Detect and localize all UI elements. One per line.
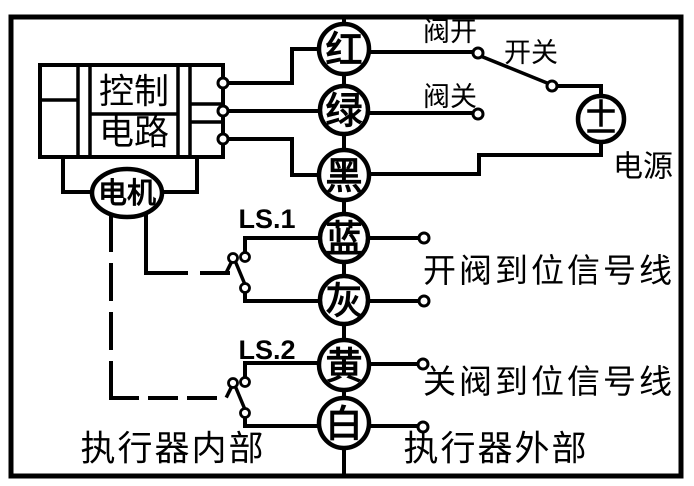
ls1-pivot-link	[224, 260, 234, 274]
control-box-label-row1: 控制	[99, 73, 169, 112]
wire-ls1-to-blue	[243, 236, 323, 253]
power-switch-blade	[480, 54, 550, 86]
wire-gray-label: 灰	[326, 281, 363, 323]
ls1-lower-contact-dot	[239, 282, 251, 294]
valve-open-terminal-dot	[471, 46, 485, 60]
motor-label: 电机	[98, 177, 156, 210]
wire-box-to-black	[223, 137, 323, 177]
yellow-terminal-dot	[416, 357, 430, 371]
open-signal-label: 开阀到位信号线	[423, 253, 675, 290]
wire-black-label: 黑	[326, 157, 363, 198]
gray-terminal-dot	[417, 294, 431, 308]
wire-gray-circle	[317, 273, 371, 327]
power-switch-label: 开关	[504, 38, 558, 68]
ls2-upper-contact-dot	[239, 376, 251, 388]
wire-red-label: 红	[326, 30, 363, 72]
wire-black-to-power	[366, 141, 603, 176]
wire-yellow-circle	[316, 337, 372, 393]
wire-green-label: 绿	[326, 91, 364, 133]
ls1-pivot-dot	[227, 252, 239, 264]
wire-ls2-to-yellow	[243, 361, 323, 378]
actuator-inside-label: 执行器内部	[80, 430, 265, 469]
white-terminal-dot	[416, 420, 430, 434]
control-box-label-row2: 电路	[99, 114, 169, 153]
limit-switch-ls2: LS.2	[109, 214, 323, 428]
valve-close-terminal-dot	[471, 107, 485, 121]
power-source	[575, 93, 627, 145]
power-switch-contact-dot	[545, 79, 559, 93]
wire-blue-circle	[317, 211, 371, 265]
wire-switch-to-power	[556, 84, 603, 96]
power-polarity-icon	[587, 99, 615, 133]
control-box: 控制 电路	[38, 63, 230, 159]
valve-open-label: 阀开	[423, 17, 477, 47]
power-supply-label: 电源	[613, 151, 673, 184]
wire-black-circle	[316, 147, 372, 203]
wire-nodes: 红 绿 黑 蓝 灰 黄 白	[316, 21, 372, 451]
actuator-outside-label: 执行器外部	[403, 430, 588, 469]
ls1-upper-contact-dot	[239, 251, 251, 263]
ls2-lower-contact-dot	[239, 407, 251, 419]
ls2-label: LS.2	[238, 335, 295, 365]
wire-box-to-motor-right	[159, 155, 199, 194]
wire-red-circle	[316, 21, 372, 77]
box-terminal-dot	[216, 76, 230, 90]
wire-white-circle	[316, 395, 372, 451]
ls2-pivot-dot	[227, 377, 239, 389]
wire-white-label: 白	[326, 404, 363, 446]
blue-terminal-dot	[417, 231, 431, 245]
ls2-pivot-link	[224, 385, 234, 399]
box-terminal-dot	[216, 132, 230, 146]
limit-switch-ls1: LS.1	[144, 204, 323, 303]
wire-blue-label: 蓝	[326, 219, 363, 261]
valve-close-label: 阀关	[423, 82, 477, 112]
wire-ls2-to-white	[243, 417, 323, 428]
wire-ls1-to-gray	[243, 292, 323, 303]
motor	[89, 166, 165, 220]
wire-box-to-motor-left	[61, 155, 95, 194]
wire-green-circle	[317, 83, 371, 137]
wire-box-to-red	[223, 47, 323, 85]
box-terminal-dot	[216, 104, 230, 118]
close-signal-label: 关阀到位信号线	[423, 364, 675, 401]
ls1-label: LS.1	[238, 204, 295, 234]
wire-yellow-label: 黄	[326, 346, 363, 388]
